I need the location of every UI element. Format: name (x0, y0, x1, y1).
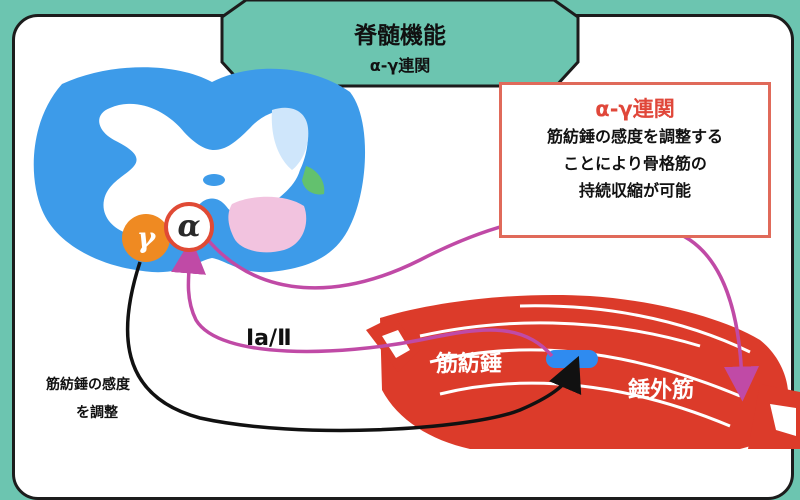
spindle-label: 筋紡錘 (436, 352, 503, 377)
alpha-motor-neuron: α (164, 202, 214, 252)
callout-line-3: 持続収縮が可能 (578, 181, 691, 200)
muscle-spindle-marker (546, 350, 598, 368)
central-canal (203, 174, 225, 186)
page-title: 脊髄機能 (354, 23, 446, 49)
callout-line-1: 筋紡錘の感度を調整する (546, 127, 723, 146)
afferent-fiber-label: Ⅰa/Ⅱ (246, 326, 292, 351)
dorsal-column-area (271, 107, 309, 170)
callout-title: α-γ連関 (595, 97, 675, 121)
note-line-1: 筋紡錘の感度 (46, 377, 130, 393)
header-tab (220, 0, 580, 88)
gamma-motor-arrow (125, 261, 582, 433)
callout-box: α-γ連関 筋紡錘の感度を調整する ことにより骨格筋の 持続収縮が可能 (499, 82, 771, 238)
afferent-arrow (171, 238, 554, 358)
gamma-motor-neuron: γ (122, 214, 170, 262)
page-subtitle: α-γ連関 (369, 56, 431, 75)
ventral-horn-area (228, 196, 307, 253)
extrafusal-label: 錘外筋 (628, 378, 695, 403)
note-line-2: を調整 (76, 405, 118, 421)
lateral-tract-area (302, 166, 325, 195)
callout-line-2: ことにより骨格筋の (563, 154, 707, 173)
diagram-canvas (33, 0, 800, 449)
